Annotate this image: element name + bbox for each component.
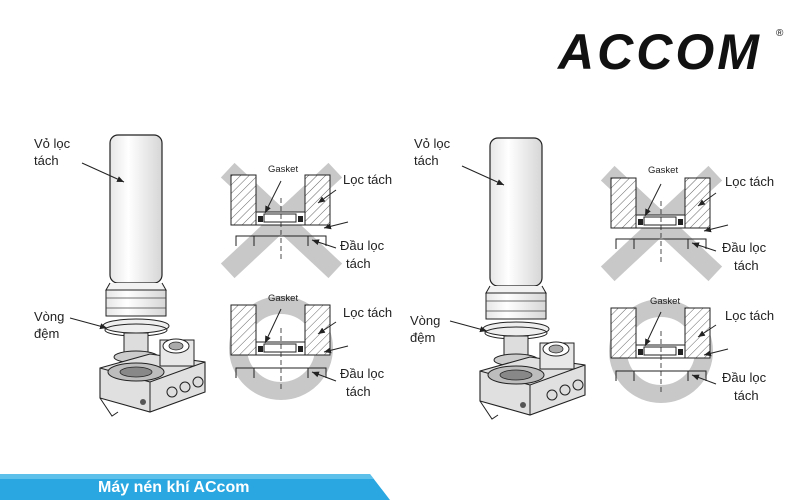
correct-install-detail-left [231,305,348,392]
element-label: Lọc tách [725,174,775,189]
head-label-line1: Đầu lọc [340,238,385,253]
accom-logo: ACCOM ® [556,24,784,78]
head-label-line1: Đầu lọc [340,366,385,381]
logo-text: ACCOM [556,24,762,78]
housing-label-line2: tách [414,153,439,168]
head-label-line2: tách [346,384,371,399]
registered-mark: ® [776,28,784,39]
head-label-line1: Đầu lọc [722,370,767,385]
oring-label-line1: Vòng [410,313,441,328]
element-label: Lọc tách [343,305,393,320]
housing-label-line1: Vỏ lọc [34,136,71,151]
right-panel-drawings [450,138,728,419]
wrong-install-detail-left [231,175,348,264]
housing-label-line1: Vỏ lọc [414,136,451,151]
oring-label-line1: Vòng [34,309,65,324]
head-label-line2: tách [734,388,759,403]
gasket-label: Gasket [268,164,299,175]
element-label: Lọc tách [725,308,775,323]
head-label-line1: Đầu lọc [722,240,767,255]
filter-assembly-left [70,135,205,416]
footer-banner [0,474,390,500]
element-label: Lọc tách [343,172,393,187]
installation-diagram [0,0,800,470]
wrong-install-detail-right [611,178,728,267]
correct-install-detail-right [611,308,728,395]
gasket-label: Gasket [650,296,681,307]
head-label-line2: tách [346,256,371,271]
housing-label-line2: tách [34,153,59,168]
oring-label-line2: đệm [410,330,436,345]
filter-assembly-right [450,138,585,419]
gasket-label: Gasket [268,293,299,304]
oring-label-line2: đệm [34,326,60,341]
footer-text: Máy nén khí ACcom [98,479,250,496]
head-label-line2: tách [734,258,759,273]
gasket-label: Gasket [648,165,679,176]
